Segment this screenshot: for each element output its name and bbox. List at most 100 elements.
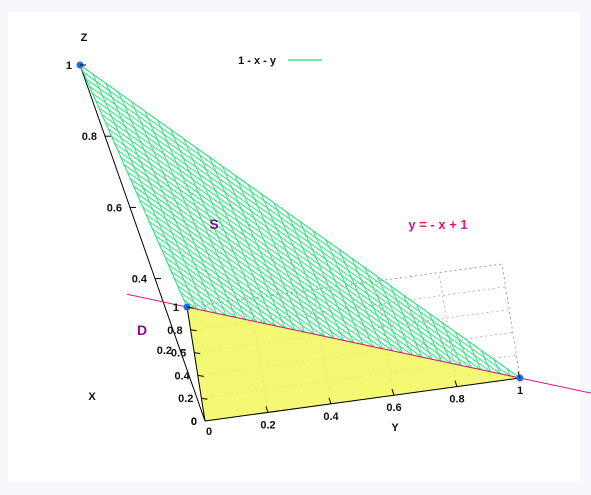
mesh-line: [493, 359, 501, 374]
x-axis-line: [186, 306, 206, 422]
mesh-line: [126, 171, 374, 348]
z-tick-label: 1: [66, 60, 72, 72]
mesh-line: [171, 271, 237, 318]
y-axis-title: Y: [391, 422, 399, 434]
mesh-line: [142, 207, 325, 337]
mesh-line: [164, 256, 256, 322]
mesh-line: [196, 147, 276, 326]
y-tick-label: 0: [206, 426, 212, 438]
mesh-line: [286, 212, 345, 341]
grid-line: [312, 289, 332, 404]
mesh-line: [108, 128, 433, 360]
z-tick-label: 0.8: [82, 131, 97, 143]
mesh-line: [118, 92, 217, 314]
z-tick-label: 0.6: [107, 202, 122, 214]
mesh-line: [299, 221, 354, 343]
mesh-line: [467, 341, 482, 370]
mesh-line: [136, 192, 344, 341]
x-tick-mark: [201, 397, 208, 400]
mesh-line: [149, 221, 305, 333]
y-tick-mark: [517, 371, 521, 379]
mesh-line: [312, 230, 364, 345]
mesh-line: [82, 71, 511, 377]
x-tick-label: 0.2: [178, 393, 193, 405]
mesh-line: [101, 114, 452, 364]
mesh-line: [247, 184, 315, 335]
mesh-line: [403, 294, 433, 360]
mesh-line: [454, 331, 472, 368]
annotation-s: S: [209, 216, 218, 232]
mesh-line: [416, 304, 443, 362]
mesh-line: [177, 285, 217, 314]
y-tick-mark: [454, 380, 458, 387]
mesh-line: [480, 350, 491, 372]
mesh-line: [351, 258, 394, 352]
x-tick-mark: [194, 352, 201, 355]
y-tick-label: 0.8: [449, 394, 464, 406]
mesh-line: [158, 242, 276, 327]
mesh-line: [429, 313, 452, 364]
mesh-line: [338, 248, 384, 349]
mesh-line: [133, 185, 354, 343]
y-tick-label: 1: [517, 385, 523, 397]
x-axis-title: X: [88, 391, 96, 403]
mesh-line: [260, 193, 325, 337]
mesh-line: [117, 150, 403, 354]
mesh-line: [170, 129, 256, 322]
mesh-line: [145, 214, 315, 335]
mesh-line: [95, 100, 472, 368]
mesh-line: [364, 267, 403, 354]
annotation-d: D: [137, 322, 147, 338]
mesh-line: [152, 228, 295, 331]
mesh-line: [89, 86, 491, 373]
mesh-line: [174, 278, 227, 316]
mesh-line: [441, 322, 462, 366]
x-tick-label: 0: [191, 416, 197, 428]
mesh-line: [377, 276, 413, 356]
y-tick-mark: [265, 406, 269, 413]
y-tick-mark: [391, 389, 395, 396]
mesh-line: [130, 178, 364, 345]
y-tick-label: 0.2: [260, 419, 275, 431]
x-tick-mark: [197, 374, 204, 377]
y-tick-label: 0.4: [323, 411, 339, 423]
z-tick-label: 0.4: [132, 274, 148, 286]
mesh-line: [92, 74, 198, 310]
mesh-line: [221, 166, 296, 331]
x-tick-label: 0.4: [175, 370, 191, 382]
x-tick-label: 0.8: [167, 325, 182, 337]
grid-line: [249, 298, 269, 413]
z-axis-title: Z: [81, 32, 88, 44]
annotation-line-eq: y = - x + 1: [408, 217, 467, 232]
legend-label: 1 - x - y: [238, 55, 277, 67]
mesh-line: [123, 164, 384, 350]
mesh-line: [114, 142, 413, 356]
mesh-line: [167, 263, 246, 320]
mesh-line: [161, 249, 266, 325]
mesh-line: [234, 175, 305, 333]
x-tick-label: 1: [173, 302, 179, 314]
mesh-line: [120, 157, 393, 352]
mesh-line: [155, 235, 286, 329]
x-tick-label: 0.6: [171, 348, 186, 360]
z-tick-label: 0.2: [157, 345, 172, 357]
y-axis-line: [204, 377, 521, 422]
z-axis-line: [79, 64, 206, 422]
mesh-line: [139, 199, 335, 339]
mesh-line: [506, 368, 511, 377]
z-tick-label: 0: [191, 416, 197, 428]
mesh-line: [180, 292, 207, 312]
y-tick-label: 0.6: [386, 402, 401, 414]
x-tick-mark: [190, 329, 197, 332]
grid-line: [438, 272, 458, 387]
mesh-line: [273, 202, 335, 339]
y-tick-mark: [328, 397, 332, 404]
mesh-line: [144, 110, 237, 318]
line-y-eq-1-minus-x: [126, 293, 591, 394]
grid-line: [501, 263, 521, 379]
mesh-line: [325, 239, 374, 347]
x-tick-mark: [186, 306, 194, 309]
mesh-line: [390, 285, 423, 358]
mesh-line: [183, 299, 198, 310]
